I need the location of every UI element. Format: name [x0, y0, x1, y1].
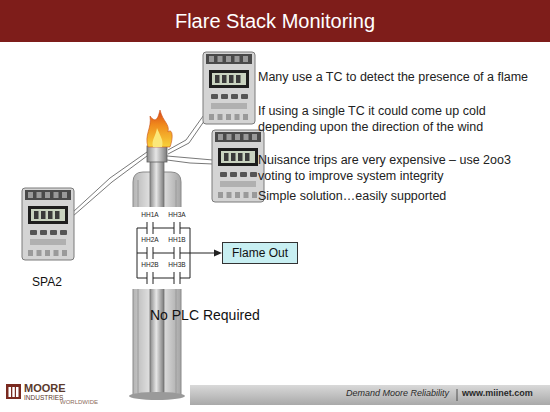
bullet-text: Simple solution…easily supported — [258, 188, 543, 204]
flame — [147, 110, 172, 147]
spa2-module — [203, 52, 255, 124]
contact-tag: HH3B — [168, 261, 185, 268]
bullet-text: Nuisance trips are very expensive – use … — [258, 152, 543, 185]
note: No PLC Required — [150, 308, 260, 323]
footer-bar — [190, 385, 550, 405]
spa2-module — [22, 188, 74, 260]
footer-slogan: Demand Moore Reliability — [346, 389, 449, 399]
bullet-text: Many use a TC to detect the presence of … — [258, 69, 543, 85]
contact-tag: HH2B — [141, 261, 158, 268]
logo-word: WORLDWIDE — [60, 399, 98, 406]
title-band — [0, 0, 550, 42]
device-name: SPA2 — [32, 276, 62, 289]
bullet-text: If using a single TC it could come up co… — [258, 103, 543, 136]
box-text: Flame Out — [232, 246, 288, 260]
ladder-ground — [130, 207, 196, 289]
contact-tag: HH1A — [141, 211, 158, 218]
spa2-module — [212, 130, 264, 202]
logo-mark — [6, 384, 21, 399]
footer-separator — [457, 389, 458, 401]
logo-word: INDUSTRIES — [24, 394, 63, 401]
footer-url: www.miinet.com — [462, 389, 533, 399]
flame-core — [153, 128, 163, 147]
slide-title: Flare Stack Monitoring — [0, 9, 550, 34]
tc-wires — [73, 112, 213, 216]
contact-tag: HH2A — [141, 236, 158, 243]
stack-base — [129, 392, 185, 400]
contact-tag: HH3A — [168, 211, 185, 218]
output-box: Flame Out — [222, 242, 298, 264]
ladder-logic — [137, 222, 216, 284]
contact-tag: HH1B — [168, 236, 185, 243]
logo-word: MOORE — [24, 382, 66, 394]
arrow-head — [214, 250, 222, 257]
flare-tip — [147, 146, 167, 162]
